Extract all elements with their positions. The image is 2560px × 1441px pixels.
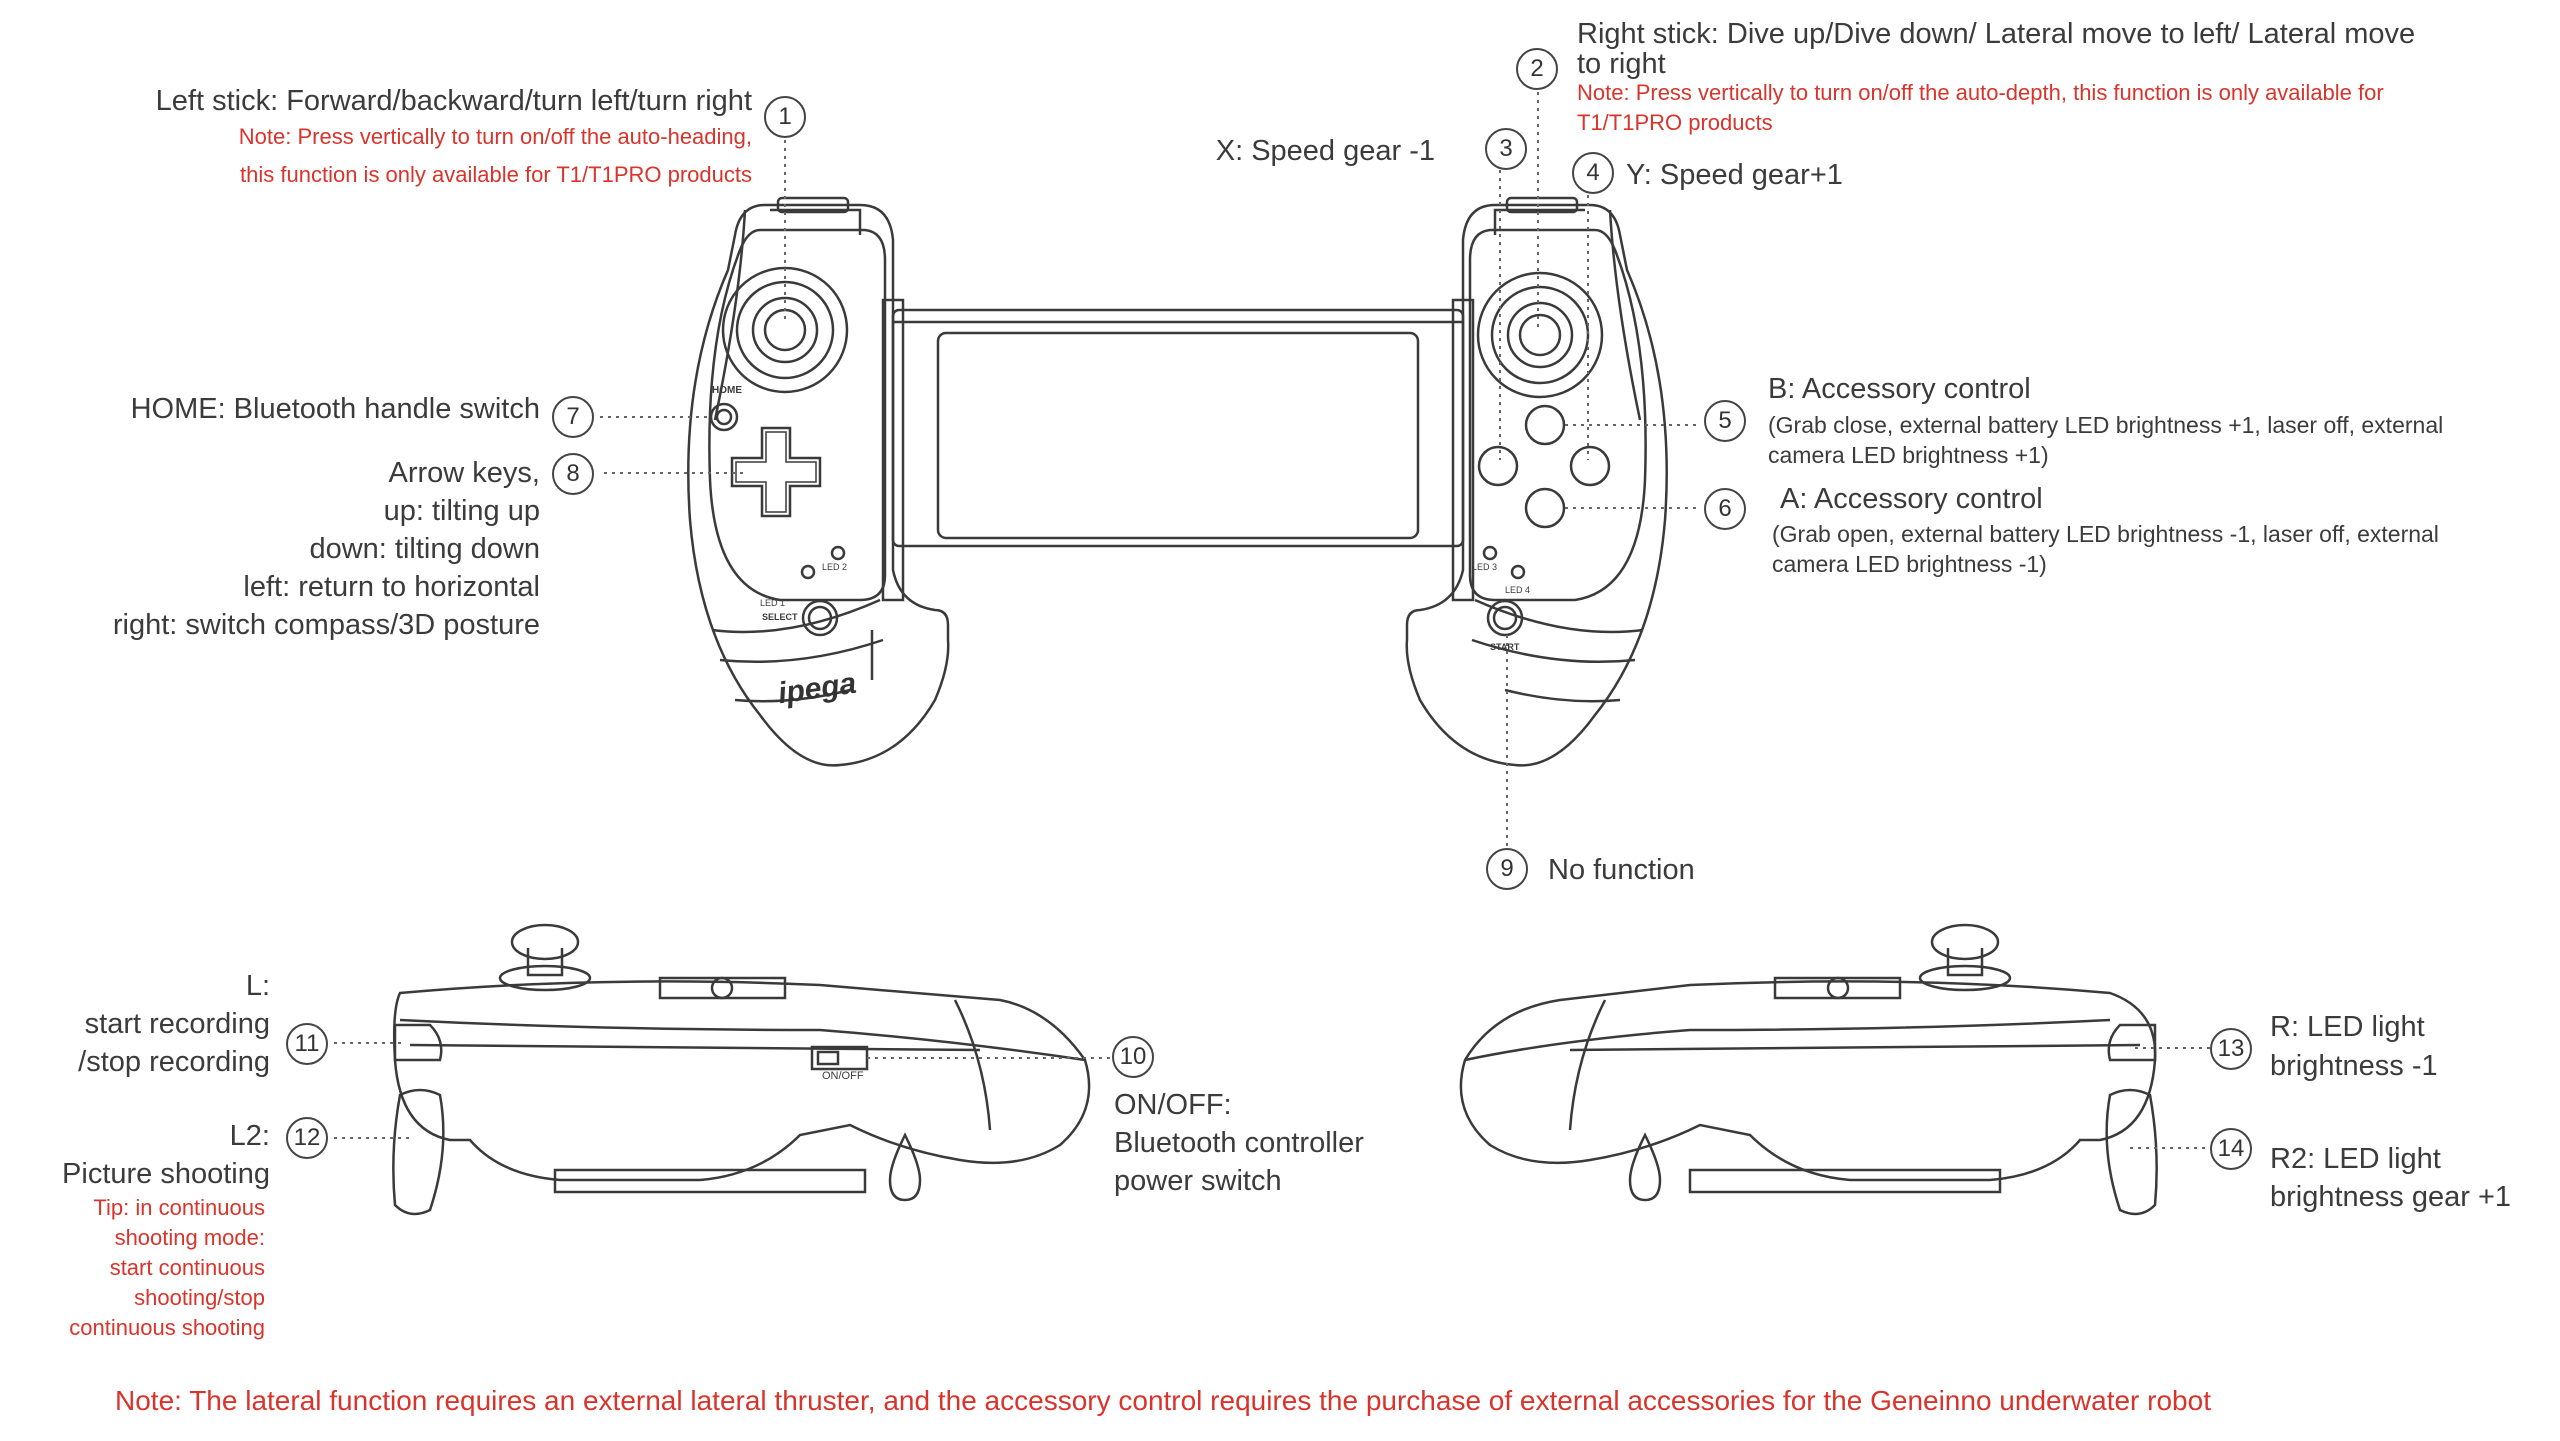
footer-note: Note: The lateral function requires an e…	[115, 1385, 2211, 1416]
callout-5-number: 5	[1704, 400, 1746, 442]
callout-10-line-3: power switch	[1114, 1165, 1282, 1197]
callout-12-tip-1: Tip: in continuous	[93, 1195, 265, 1220]
callout-9-title: No function	[1548, 854, 1695, 886]
callout-6-sub-1: (Grab open, external battery LED brightn…	[1772, 521, 2439, 547]
phone-holder	[881, 298, 1475, 602]
callout-8-line-2: up: tilting up	[383, 495, 540, 527]
callout-7-title: HOME: Bluetooth handle switch	[130, 393, 540, 425]
switch-marking: ON/OFF	[822, 1070, 864, 1082]
callout-12-tip-5: continuous shooting	[69, 1315, 265, 1340]
home-marking: HOME	[712, 385, 742, 396]
callout-6-number: 6	[1704, 488, 1746, 530]
callout-12-tip-3: start continuous	[109, 1255, 265, 1280]
callout-8-line-1: Arrow keys,	[388, 457, 540, 489]
callout-13-number: 13	[2210, 1028, 2252, 1070]
callout-5-title: B: Accessory control	[1768, 373, 2031, 405]
callout-3-title: X: Speed gear -1	[1215, 135, 1435, 167]
callout-12-line-1: L2:	[229, 1120, 270, 1152]
callout-1-title: Left stick: Forward/backward/turn left/t…	[155, 85, 752, 117]
callout-10-line-2: Bluetooth controller	[1114, 1127, 1364, 1159]
callout-8-number: 8	[552, 453, 594, 495]
callout-2-number: 2	[1516, 48, 1558, 90]
callout-1-note-1: Note: Press vertically to turn on/off th…	[238, 124, 752, 149]
callout-11-number: 11	[286, 1023, 328, 1065]
leader-lines	[334, 92, 2210, 1149]
led3-marking: LED 3	[1472, 562, 1498, 572]
callout-2-title-1: Right stick: Dive up/Dive down/ Lateral …	[1577, 18, 2416, 50]
callout-6-sub-2: camera LED brightness -1)	[1772, 551, 2047, 577]
callout-10-number: 10	[1112, 1036, 1154, 1078]
led4-marking: LED 4	[1505, 585, 1531, 595]
led2-marking: LED 2	[822, 562, 848, 572]
callout-3-number: 3	[1485, 128, 1527, 170]
callout-8-line-3: down: tilting down	[309, 533, 540, 565]
callout-14-line-1: R2: LED light	[2270, 1143, 2441, 1175]
callout-4-number: 4	[1572, 152, 1614, 194]
start-marking: START	[1490, 642, 1520, 652]
right-side-view	[1459, 923, 2158, 1216]
callout-14-line-2: brightness gear +1	[2270, 1181, 2512, 1213]
callout-11-line-2: start recording	[84, 1008, 270, 1040]
callout-8-line-4: left: return to horizontal	[243, 571, 540, 603]
callout-5-sub-1: (Grab close, external battery LED bright…	[1768, 412, 2444, 438]
callout-4-title: Y: Speed gear+1	[1626, 159, 1843, 191]
callout-12-number: 12	[286, 1117, 328, 1159]
callout-6-title: A: Accessory control	[1780, 483, 2043, 515]
callout-2-note-2: T1/T1PRO products	[1577, 110, 1773, 135]
callout-1-note-2: this function is only available for T1/T…	[240, 162, 752, 187]
callout-13-line-1: R: LED light	[2270, 1011, 2425, 1043]
callout-12-tip-2: shooting mode:	[114, 1225, 265, 1250]
callout-11-line-1: L:	[245, 970, 270, 1002]
right-grip	[1405, 196, 1668, 767]
left-side-view	[392, 923, 1091, 1216]
select-marking: SELECT	[762, 612, 798, 622]
callout-11-line-3: /stop recording	[78, 1046, 270, 1078]
callout-2-note-1: Note: Press vertically to turn on/off th…	[1577, 80, 2384, 105]
callout-8-line-5: right: switch compass/3D posture	[112, 609, 540, 641]
callout-13-line-2: brightness -1	[2270, 1050, 2438, 1082]
callout-10-line-1: ON/OFF:	[1114, 1089, 1232, 1121]
callout-14-number: 14	[2210, 1128, 2252, 1170]
callout-7-number: 7	[552, 396, 594, 438]
callout-5-sub-2: camera LED brightness +1)	[1768, 442, 2049, 468]
callout-9-number: 9	[1486, 848, 1528, 890]
callout-12-line-2: Picture shooting	[62, 1158, 270, 1190]
led1-marking: LED 1	[760, 598, 786, 608]
callout-2-title-2: to right	[1577, 48, 1666, 80]
callout-1-number: 1	[764, 96, 806, 138]
callout-12-tip-4: shooting/stop	[134, 1285, 265, 1310]
